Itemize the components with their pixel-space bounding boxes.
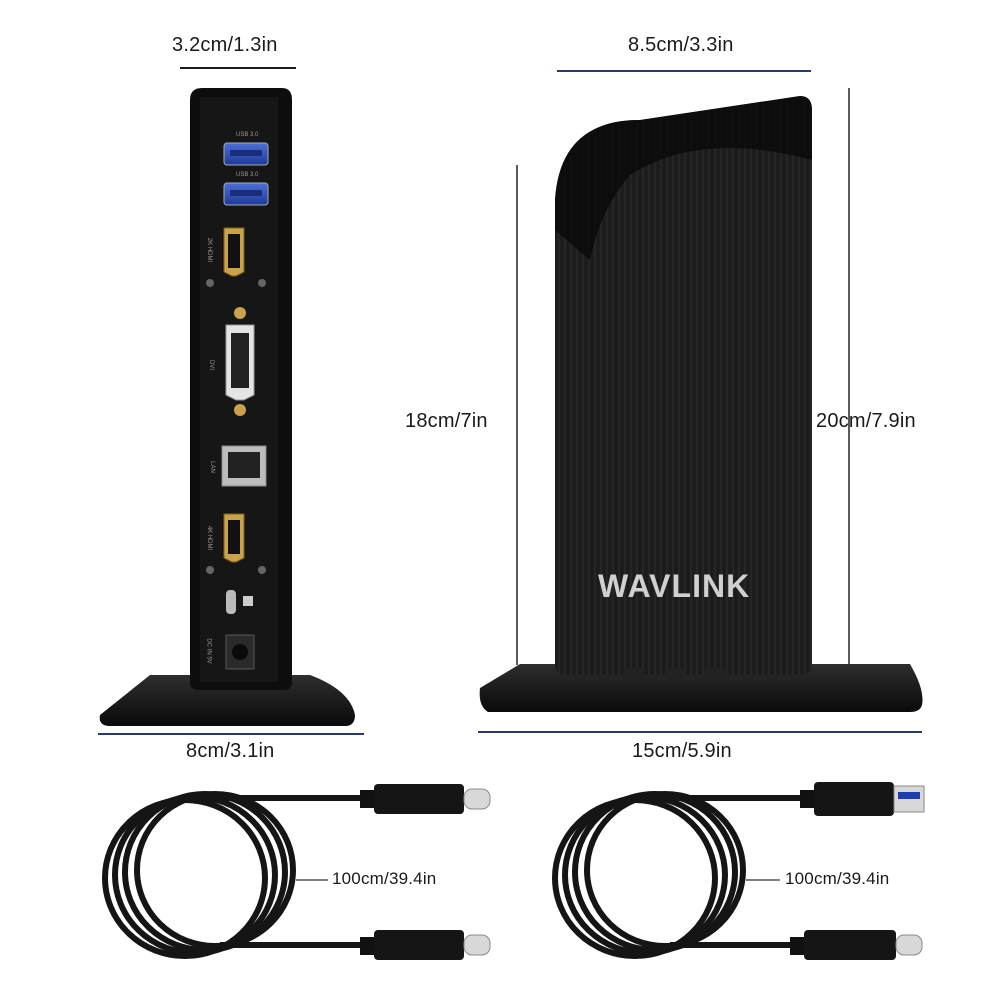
cable-c-to-a-length-label: 100cm/39.4in — [785, 869, 890, 888]
cable-c-to-c-length-label: 100cm/39.4in — [332, 869, 437, 888]
side-width-line — [180, 67, 296, 69]
usb-port-bottom — [223, 182, 269, 206]
inner-height-line — [516, 165, 518, 665]
side-width-label: 3.2cm/1.3in — [172, 34, 278, 56]
base-depth-line — [98, 733, 364, 735]
port-label-dvi: DVI — [208, 359, 215, 371]
lan-port — [221, 445, 267, 487]
port-label-usb-top: USB 3.0 — [236, 132, 259, 138]
base-width-label: 15cm/5.9in — [632, 740, 732, 762]
wavlink-logo: WAVLINK — [598, 568, 751, 604]
cable-usb-c-to-c — [102, 791, 360, 959]
inner-height-label: 18cm/7in — [405, 410, 488, 432]
base-depth-label: 8cm/3.1in — [186, 740, 275, 762]
port-label-hdmi-4k: 4K HDMI — [206, 525, 213, 551]
port-label-dc-in: DC IN 5V — [205, 638, 212, 664]
usb-c-plug-top-1 — [360, 784, 491, 814]
dock-front-view — [479, 96, 923, 712]
dock-side-view — [99, 88, 355, 726]
port-label-hdmi-2k: 2K HDMI — [206, 237, 213, 263]
port-label-lan: LAN — [208, 461, 215, 473]
base-width-line — [478, 731, 922, 733]
outer-height-label: 20cm/7.9in — [816, 410, 916, 432]
usb-c-plug-bottom-1 — [360, 930, 491, 960]
hdmi-2k-port — [223, 227, 245, 277]
hdmi-4k-port — [223, 513, 245, 563]
usb-a-plug — [800, 782, 925, 816]
usb-c-plug-bottom-2 — [790, 930, 923, 960]
port-label-usb-bottom: USB 3.0 — [236, 172, 259, 178]
dvi-port — [225, 307, 255, 416]
cable-usb-c-to-a — [552, 791, 800, 959]
usb-port-top — [223, 142, 269, 166]
front-width-label: 8.5cm/3.3in — [628, 34, 734, 56]
outer-height-line — [848, 88, 850, 668]
dc-in-port — [225, 634, 255, 670]
front-width-line — [557, 70, 811, 72]
